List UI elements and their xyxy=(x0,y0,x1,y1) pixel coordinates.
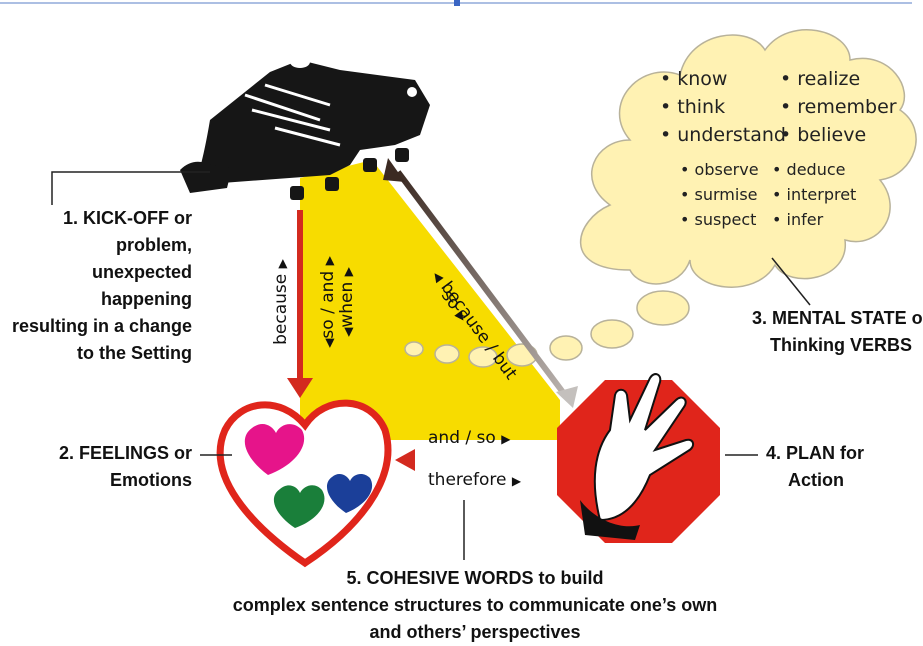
label-kickoff-line: to the Setting xyxy=(77,343,192,363)
verb-infer: • infer xyxy=(772,210,824,229)
label-plan-line: 4. PLAN for xyxy=(766,443,865,463)
arrow-head-down xyxy=(287,378,313,398)
verb-observe: • observe xyxy=(680,160,759,179)
verb-interpret: • interpret xyxy=(772,185,857,204)
label-kickoff-line: resulting in a change xyxy=(11,316,192,336)
verb-know: • know xyxy=(660,68,728,90)
stop-hand-icon xyxy=(557,373,720,543)
verb-remember: • remember xyxy=(780,96,897,118)
connective-so-and: ◀so / and ▶ xyxy=(317,256,338,348)
verb-realize: • realize xyxy=(780,68,861,90)
label-feelings: 2. FEELINGS or Emotions xyxy=(40,440,192,494)
thought-cloud-icon xyxy=(404,29,917,368)
verb-suspect: • suspect xyxy=(680,210,757,229)
label-feelings-line: Emotions xyxy=(109,470,192,490)
verb-believe: • believe xyxy=(780,124,867,146)
arrow-head-left xyxy=(395,449,415,471)
label-cohesive-line: complex sentence structures to communica… xyxy=(232,595,718,615)
label-mental-line: 3. MENTAL STATE o xyxy=(752,308,923,328)
connective-therefore: therefore ▶ xyxy=(428,470,522,490)
leader-kickoff xyxy=(51,171,210,205)
label-plan: 4. PLAN for Action xyxy=(766,440,886,494)
label-plan-line: Action xyxy=(788,470,844,490)
verb-understand: • understand xyxy=(660,124,786,146)
arrow-head-down-right xyxy=(556,386,578,408)
verb-surmise: • surmise xyxy=(680,185,758,204)
top-marker xyxy=(454,0,460,6)
label-mental: 3. MENTAL STATE o Thinking VERBS xyxy=(752,305,923,359)
boot-icon xyxy=(180,56,430,200)
label-cohesive: 5. COHESIVE WORDS to build complex sente… xyxy=(200,565,750,646)
label-kickoff: 1. KICK-OFF or problem, unexpected happe… xyxy=(0,205,192,367)
connective-when: ◀when ▶ xyxy=(336,267,357,337)
arrow-kickoff-plan xyxy=(395,170,568,397)
verb-think: • think xyxy=(660,96,726,118)
heart-icon xyxy=(216,399,392,568)
label-kickoff-line: 1. KICK-OFF or problem, xyxy=(63,208,192,255)
triangle-area xyxy=(300,160,560,440)
verb-deduce: • deduce xyxy=(772,160,846,179)
connective-and-so: and / so ▶ xyxy=(428,428,511,448)
leader-mental xyxy=(771,257,811,306)
label-kickoff-line: unexpected happening xyxy=(91,262,192,309)
label-feelings-line: 2. FEELINGS or xyxy=(58,443,192,463)
label-mental-line: Thinking VERBS xyxy=(769,335,912,355)
label-cohesive-line: 5. COHESIVE WORDS to build xyxy=(346,568,604,588)
label-cohesive-line: and others’ perspectives xyxy=(369,622,581,642)
connective-because: because ▶ xyxy=(270,259,291,345)
arrow-head-up xyxy=(383,158,405,182)
